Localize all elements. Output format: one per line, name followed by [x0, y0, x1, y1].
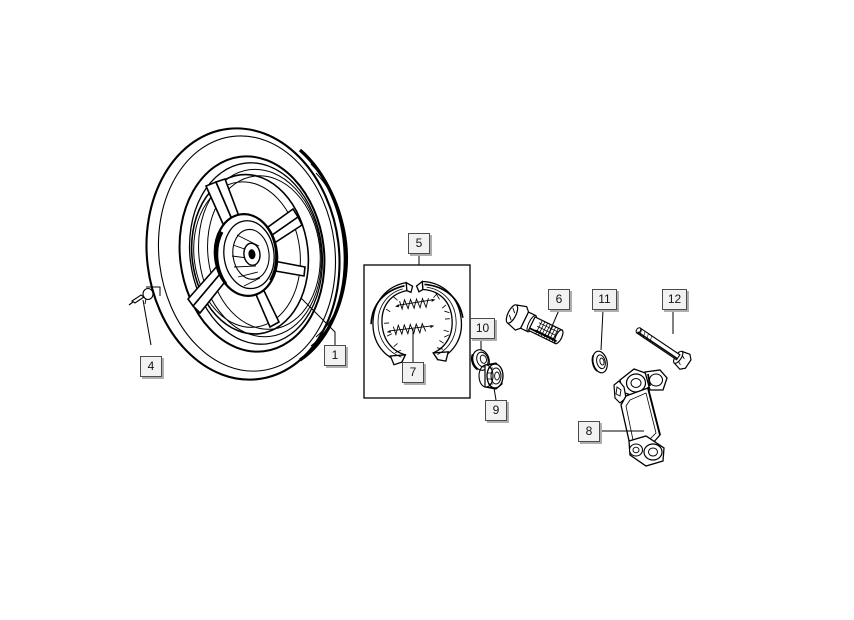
valve-stem-art — [128, 286, 161, 346]
leader-11 — [600, 309, 604, 351]
callout-9[interactable]: 9 — [485, 400, 507, 421]
callout-1[interactable]: 1 — [324, 345, 346, 366]
hex-bolt-art — [635, 327, 692, 370]
callout-12[interactable]: 12 — [662, 289, 687, 310]
leader-1 — [300, 297, 336, 345]
wheel-assembly-art — [145, 127, 349, 381]
callout-6[interactable]: 6 — [548, 289, 570, 310]
callout-5[interactable]: 5 — [408, 233, 430, 254]
callout-10[interactable]: 10 — [470, 318, 495, 339]
leader-6 — [546, 309, 560, 339]
callout-4[interactable]: 4 — [140, 356, 162, 377]
callout-7[interactable]: 7 — [402, 362, 424, 383]
brake-shoe-set-art — [370, 280, 464, 366]
torque-arm-art — [613, 368, 668, 467]
front-axle-art — [505, 304, 564, 345]
plain-washer-art — [591, 350, 608, 374]
callout-11[interactable]: 11 — [592, 289, 617, 310]
leader-9 — [493, 387, 497, 401]
wheel-bearing-art — [478, 362, 504, 390]
callout-8[interactable]: 8 — [578, 421, 600, 442]
